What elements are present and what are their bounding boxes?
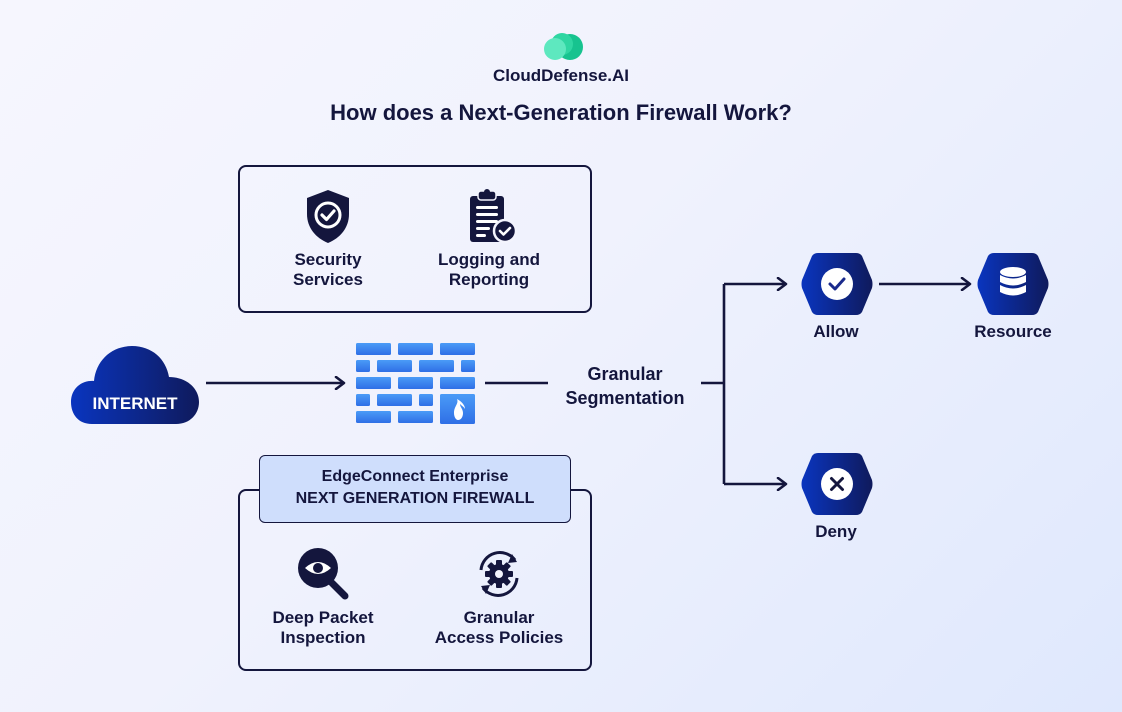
deny-node [801, 453, 873, 515]
cloud-defense-logo-icon [544, 33, 583, 60]
feature-granular-access-policies: Granular Access Policies [424, 546, 574, 648]
check-icon [828, 277, 846, 291]
feature-label-line2: Inspection [280, 628, 366, 647]
magnifier-eye-icon [298, 548, 349, 600]
ngfw-title: NEXT GENERATION FIREWALL [295, 490, 535, 507]
internet-cloud-icon [71, 346, 199, 424]
brand-name: CloudDefense.AI [492, 66, 630, 85]
clipboard-check-icon [470, 189, 518, 244]
internet-label: INTERNET [92, 394, 178, 413]
allow-label: Allow [813, 322, 859, 341]
x-icon [830, 477, 844, 491]
feature-label-line1: Deep Packet [272, 608, 374, 627]
feature-logging-reporting: Logging and Reporting [428, 188, 550, 290]
feature-label-line1: Security [294, 250, 362, 269]
database-icon [1000, 267, 1026, 296]
page-title: How does a Next-Generation Firewall Work… [330, 100, 792, 125]
feature-label-line1: Logging and [438, 250, 540, 269]
feature-label-line2: Access Policies [434, 628, 564, 647]
fire-icon [454, 399, 465, 420]
shield-check-icon [307, 190, 349, 243]
resource-label: Resource [974, 322, 1052, 341]
feature-label-line2: Services [293, 270, 363, 289]
feature-label-line2: Reporting [448, 270, 530, 289]
granular-segmentation-label: Granular Segmentation [545, 362, 705, 410]
segmentation-line2: Segmentation [565, 388, 685, 408]
gear-cycle-icon [479, 551, 519, 597]
feature-label-line1: Granular [463, 608, 535, 627]
feature-deep-packet-inspection: Deep Packet Inspection [258, 546, 388, 648]
ngfw-header-label: EdgeConnect Enterprise NEXT GENERATION F… [259, 455, 571, 523]
feature-security-services: Security Services [268, 188, 388, 290]
resource-node [977, 253, 1049, 315]
allow-node [801, 253, 873, 315]
ngfw-product-name: EdgeConnect Enterprise [321, 468, 509, 485]
segmentation-line1: Granular [587, 364, 663, 384]
deny-label: Deny [815, 522, 857, 541]
firewall-brick-wall-icon [356, 343, 475, 424]
top-features-panel [238, 165, 592, 313]
